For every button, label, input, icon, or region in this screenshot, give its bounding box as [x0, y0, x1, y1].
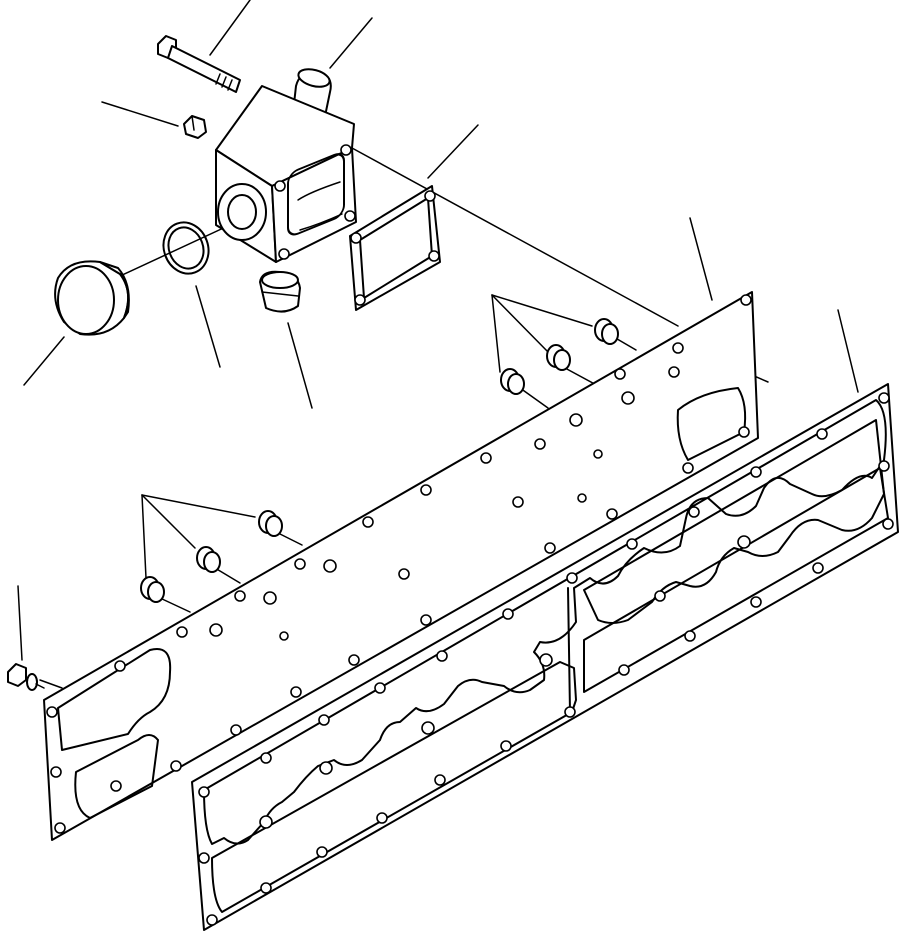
gasket-icon-plate	[191, 383, 899, 931]
callout-line-plate	[689, 217, 713, 301]
callout-line-small-plugs-bot-c	[141, 494, 147, 579]
callout-lines	[17, 0, 859, 661]
callout-line-small-plugs-top-c	[491, 294, 501, 373]
callout-line-gasket	[427, 124, 479, 179]
callout-line-small-plugs-bot-b	[141, 494, 196, 549]
callout-line-small-plugs-bot	[141, 494, 256, 518]
plug-icon-drain	[259, 270, 301, 313]
housing-icon	[215, 85, 357, 263]
callout-line-pipe	[329, 17, 373, 69]
callout-line-bolt-small	[17, 585, 23, 661]
callout-line-drain	[287, 322, 313, 409]
callout-line-small-plugs-top-b	[491, 294, 551, 355]
plate-holes	[46, 294, 752, 834]
assembly-lines	[39, 147, 769, 689]
gasket-icon-housing	[349, 185, 441, 311]
callout-line-nut	[101, 101, 179, 127]
callout-line-bolt	[209, 0, 251, 56]
bolt-icon-small	[7, 663, 45, 691]
bolt-icon	[157, 35, 241, 93]
callout-line-oring	[195, 285, 221, 368]
gasket-holes	[198, 392, 894, 926]
callout-line-small-plugs-top	[491, 294, 593, 327]
callout-line-plug	[23, 336, 65, 386]
plug-icon-small-lower	[140, 510, 283, 603]
plug-icon-small-upper	[500, 318, 619, 395]
callout-line-plate-gasket	[837, 309, 859, 393]
nut-icon	[183, 115, 207, 139]
plug-icon-large	[54, 260, 130, 336]
plate-icon	[43, 291, 759, 841]
ring-icon	[162, 221, 210, 275]
